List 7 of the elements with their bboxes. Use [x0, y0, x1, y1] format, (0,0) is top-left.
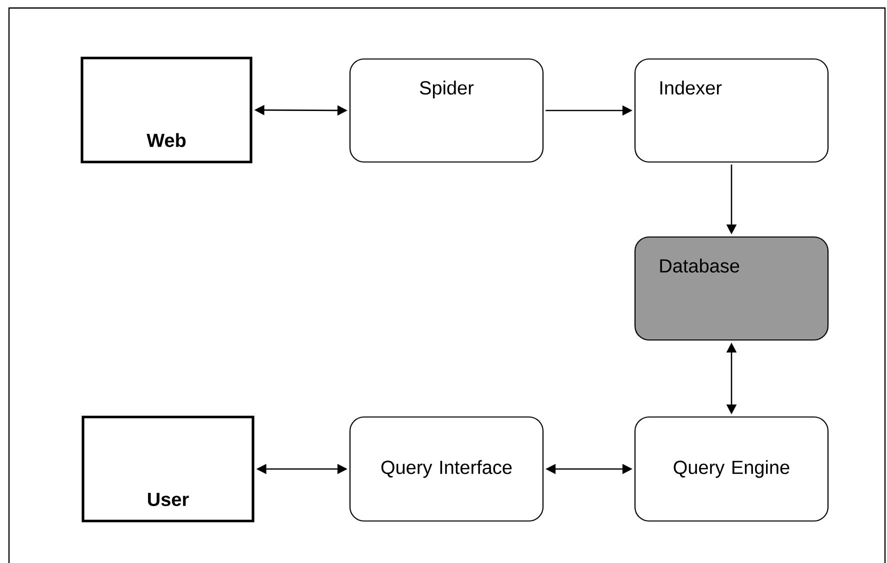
entity-box: Web: [80, 56, 252, 164]
process-box: Spider: [349, 58, 544, 163]
entity-box: User: [82, 416, 254, 522]
process-box: Database: [634, 236, 829, 341]
process-box: Query Engine: [634, 416, 829, 522]
process-box: Indexer: [634, 58, 829, 163]
process-box: Query Interface: [349, 416, 544, 522]
